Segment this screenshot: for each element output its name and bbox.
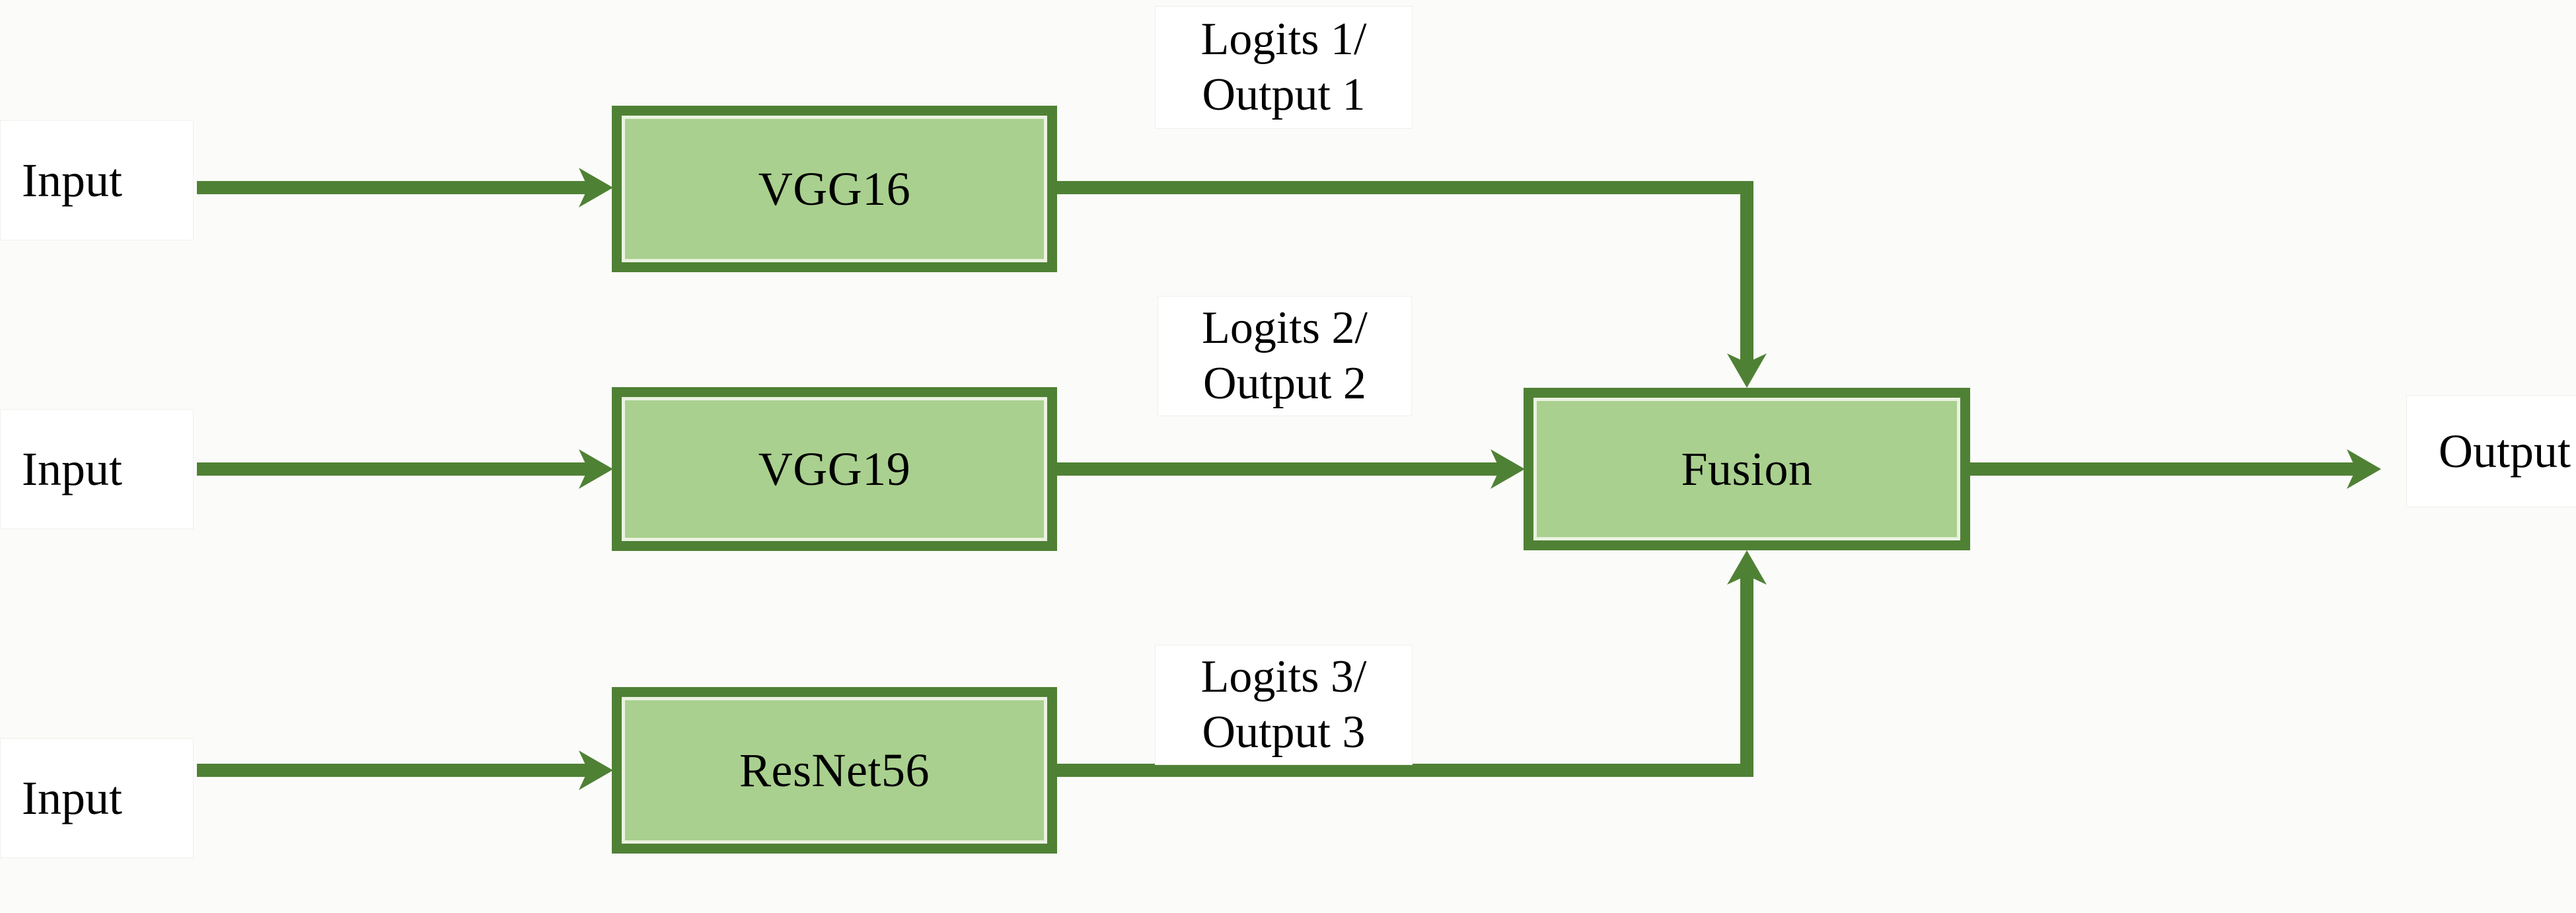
arrowhead-right-icon bbox=[2347, 449, 2381, 489]
arrow-input3-to-resnet56 bbox=[197, 750, 613, 790]
node-resnet56: ResNet56 bbox=[612, 687, 1057, 854]
node-label: Fusion bbox=[1681, 443, 1813, 495]
edge-label-logits3: Logits 3/ Output 3 bbox=[1155, 645, 1413, 765]
output-text: Output bbox=[2438, 425, 2571, 478]
node-fusion: Fusion bbox=[1524, 388, 1970, 550]
arrow-vgg19-to-fusion bbox=[1057, 449, 1525, 489]
edge-label-line1: Logits 2/ bbox=[1202, 303, 1368, 353]
node-label: ResNet56 bbox=[739, 744, 930, 797]
arrow-shaft bbox=[1740, 181, 1753, 363]
arrow-shaft bbox=[1057, 462, 1500, 476]
arrow-shaft bbox=[197, 764, 588, 777]
edge-label-line2: Output 1 bbox=[1202, 69, 1366, 120]
input-text: Input bbox=[22, 154, 122, 207]
input-text: Input bbox=[22, 443, 122, 495]
arrowhead-right-icon bbox=[579, 168, 613, 207]
arrow-shaft bbox=[1970, 462, 2356, 476]
input-label-1: Input bbox=[0, 120, 194, 240]
output-label: Output bbox=[2406, 395, 2576, 507]
arrow-vgg16-to-fusion bbox=[1057, 181, 1767, 388]
arrow-input2-to-vgg19 bbox=[197, 449, 613, 489]
arrow-shaft bbox=[1740, 575, 1753, 777]
arrowhead-right-icon bbox=[579, 449, 613, 489]
input-text: Input bbox=[22, 772, 122, 824]
arrow-input1-to-vgg16 bbox=[197, 168, 613, 207]
arrowhead-right-icon bbox=[1490, 449, 1525, 489]
node-vgg16: VGG16 bbox=[612, 106, 1057, 272]
node-label: VGG19 bbox=[758, 443, 911, 495]
input-label-3: Input bbox=[0, 738, 194, 858]
arrow-shaft bbox=[197, 462, 588, 476]
arrow-shaft bbox=[197, 181, 588, 194]
edge-label-logits2: Logits 2/ Output 2 bbox=[1158, 296, 1412, 416]
node-vgg19: VGG19 bbox=[612, 387, 1057, 551]
node-label: VGG16 bbox=[758, 163, 911, 215]
arrow-shaft bbox=[1057, 764, 1753, 777]
arrowhead-up-icon bbox=[1727, 550, 1767, 585]
edge-label-line1: Logits 3/ bbox=[1200, 651, 1367, 702]
edge-label-line2: Output 2 bbox=[1203, 358, 1366, 409]
input-label-2: Input bbox=[0, 409, 194, 529]
arrow-fusion-to-output bbox=[1970, 449, 2381, 489]
arrowhead-down-icon bbox=[1727, 353, 1767, 388]
edge-label-line2: Output 3 bbox=[1202, 707, 1366, 758]
arrow-resnet56-to-fusion bbox=[1057, 550, 1767, 777]
edge-label-line1: Logits 1/ bbox=[1200, 14, 1367, 65]
edge-label-logits1: Logits 1/ Output 1 bbox=[1155, 6, 1413, 129]
arrowhead-right-icon bbox=[579, 750, 613, 790]
arrow-shaft bbox=[1057, 181, 1753, 194]
